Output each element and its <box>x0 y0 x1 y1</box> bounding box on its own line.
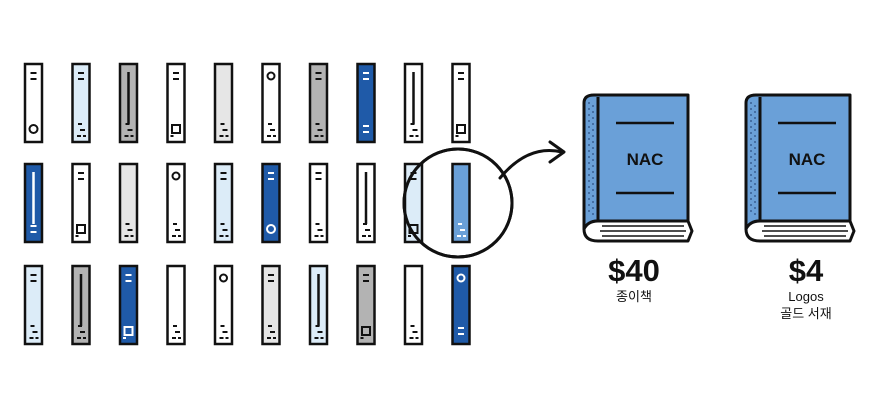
book-spine <box>23 62 44 144</box>
book-spine <box>356 162 376 244</box>
book-spine <box>308 62 329 144</box>
book-spine <box>403 264 424 346</box>
caption-paper: 종이책 <box>616 289 652 304</box>
book-icon-paper: NAC <box>582 93 694 243</box>
book-spine <box>451 264 471 346</box>
book-spine <box>356 62 376 144</box>
book-spine <box>403 62 424 144</box>
book-spine <box>71 264 91 346</box>
book-spine <box>118 264 139 346</box>
book-spine <box>166 62 186 144</box>
caption-logos-line2: 골드 서재 <box>780 306 832 321</box>
price-logos: $4 <box>788 253 824 288</box>
book-cover-title: NAC <box>627 150 664 169</box>
book-spine <box>213 162 234 244</box>
book-spine <box>71 162 91 244</box>
book-spine <box>261 264 281 346</box>
book-spine <box>213 264 234 346</box>
book-spine <box>23 162 44 244</box>
book-spine <box>166 264 186 346</box>
book-cover-title: NAC <box>789 150 826 169</box>
book-spine <box>23 264 44 346</box>
book-spine <box>451 62 471 144</box>
book-spine <box>118 62 139 144</box>
price-paper: $40 <box>608 253 660 288</box>
book-spine <box>213 62 234 144</box>
book-spine <box>71 62 91 144</box>
caption-logos-line1: Logos <box>788 289 824 304</box>
book-spine <box>356 264 376 346</box>
arrow-icon <box>498 140 566 180</box>
book-spine <box>118 162 139 244</box>
book-spine <box>308 162 329 244</box>
book-spine <box>308 264 329 346</box>
book-spine <box>166 162 186 244</box>
book-spine <box>451 162 471 244</box>
magnifier-icon <box>402 147 514 259</box>
price-block-logos: $4 Logos 골드 서재 <box>756 254 856 322</box>
book-spine <box>261 162 281 244</box>
book-spine <box>261 62 281 144</box>
book-icon-logos: NAC <box>744 93 856 243</box>
price-block-paper: $40 종이책 <box>584 254 684 305</box>
